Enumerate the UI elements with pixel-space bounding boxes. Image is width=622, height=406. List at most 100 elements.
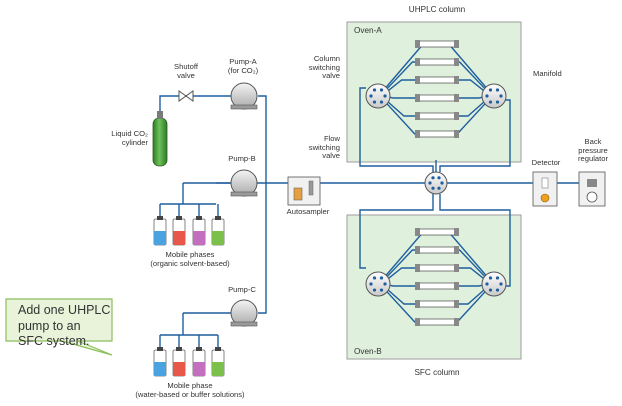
callout-box: Add one UHPLC pump to an SFC system. <box>4 297 116 356</box>
organic-bottle-3-liquid <box>193 231 205 245</box>
pump-b-label: Pump-B <box>228 154 256 163</box>
co2-cylinder <box>152 117 168 167</box>
oven-b-column-2 <box>417 246 457 254</box>
manifold-label: Manifold <box>533 69 562 78</box>
oven-b-switching-valve-port-5 <box>372 276 377 280</box>
oven-b-column-fitting-r-4 <box>454 282 459 290</box>
oven-a-manifold <box>481 83 507 109</box>
oven-b-column-fitting-l-4 <box>415 282 420 290</box>
oven-b-column-fitting-l-1 <box>415 228 420 236</box>
oven-a-label: Oven-A <box>354 26 382 35</box>
organic-bottle-3-cap <box>196 216 202 220</box>
pump-a-outlet-line <box>258 95 267 183</box>
oven-b-switching-valve-port-6 <box>379 276 384 280</box>
oven-a-column-fitting-r-2 <box>454 58 459 66</box>
co2-feed-line <box>159 95 232 118</box>
pump-b-base <box>230 191 258 197</box>
bpr-body <box>587 179 597 187</box>
oven-a-column-4 <box>417 94 457 102</box>
pump-c-feed-lines <box>159 313 219 347</box>
detector-lamp <box>540 193 550 203</box>
autosampler <box>287 176 321 206</box>
oven-b-switching-valve-port-4 <box>369 282 373 286</box>
detector-cell <box>541 177 549 189</box>
oven-a-column-fitting-l-6 <box>415 130 420 138</box>
oven-a-manifold-port-2 <box>495 100 500 104</box>
co2-cylinder-label: Liquid CO₂ cylinder <box>111 129 148 147</box>
flow-valve-port-4 <box>428 181 432 185</box>
oven-a-manifold-port-1 <box>499 94 503 98</box>
callout-shape <box>5 298 113 356</box>
flow-valve-port-2 <box>437 186 441 190</box>
organic-bottle-1-cap <box>157 216 163 220</box>
oven-b-column-6 <box>417 318 457 326</box>
oven-b-column-4 <box>417 282 457 290</box>
oven-a-column-fitting-r-5 <box>454 112 459 120</box>
detector-label: Detector <box>531 158 561 167</box>
pump-a-base <box>230 104 258 110</box>
oven-a-column-1 <box>417 40 457 48</box>
pump-c-base <box>230 321 258 327</box>
oven-a-column-6 <box>417 130 457 138</box>
organic-bottle-2-cap <box>176 216 182 220</box>
water-bottle-4-cap <box>215 347 221 351</box>
autosampler-vial <box>293 187 303 201</box>
uhplc-column-title: UHPLC column <box>408 5 466 14</box>
oven-b-column-fitting-l-3 <box>415 264 420 272</box>
oven-a-manifold-port-4 <box>485 94 489 98</box>
organic-bottle-1-liquid <box>154 231 166 245</box>
oven-b-column-fitting-r-2 <box>454 246 459 254</box>
mobile-phase-water-label: Mobile phase (water-based or buffer solu… <box>135 381 245 399</box>
sfc-column-title: SFC column <box>414 368 460 377</box>
oven-a-column-fitting-r-4 <box>454 94 459 102</box>
oven-b-column-fitting-l-5 <box>415 300 420 308</box>
callout-text: Add one UHPLC pump to an SFC system. <box>18 303 111 348</box>
oven-a-column-fitting-l-5 <box>415 112 420 120</box>
oven-b-manifold-port-2 <box>495 288 500 292</box>
water-bottle-3-liquid <box>193 362 205 376</box>
oven-b-column-fitting-r-1 <box>454 228 459 236</box>
pump-b-feed-lines <box>159 183 219 216</box>
flow-valve-port-3 <box>431 186 435 190</box>
oven-b-column-5 <box>417 300 457 308</box>
oven-a-switching-valve-port-2 <box>379 100 384 104</box>
oven-a-manifold-port-5 <box>488 88 493 92</box>
oven-b-switching-valve <box>365 271 391 297</box>
water-bottle-3-cap <box>196 347 202 351</box>
oven-a-switching-valve-port-4 <box>369 94 373 98</box>
organic-bottle-2-liquid <box>173 231 185 245</box>
bpr-gauge <box>586 191 598 203</box>
oven-b-switching-valve-port-3 <box>372 288 377 292</box>
oven-b-column-3 <box>417 264 457 272</box>
organic-bottle-4-cap <box>215 216 221 220</box>
shutoff-valve-label: Shutoff valve <box>174 62 198 80</box>
oven-b-column-fitting-l-2 <box>415 246 420 254</box>
autosampler-needle <box>308 180 314 196</box>
oven-b-manifold-port-4 <box>485 282 489 286</box>
water-bottle-1-cap <box>157 347 163 351</box>
oven-b-column-fitting-r-5 <box>454 300 459 308</box>
water-bottle-2-liquid <box>173 362 185 376</box>
flow-to-oven-a-right <box>439 99 511 172</box>
oven-b-switching-valve-port-1 <box>383 282 387 286</box>
oven-b-manifold-port-6 <box>495 276 500 280</box>
oven-b-manifold-port-1 <box>499 282 503 286</box>
oven-a-switching-valve-port-1 <box>383 94 387 98</box>
back-pressure-regulator-label: Back pressure regulator <box>578 137 608 164</box>
oven-a-switching-valve-port-6 <box>379 88 384 92</box>
oven-b-column-fitting-r-6 <box>454 318 459 326</box>
oven-a-column-2 <box>417 58 457 66</box>
flow-valve-port-1 <box>440 181 444 185</box>
oven-a-column-3 <box>417 76 457 84</box>
oven-a-column-fitting-l-2 <box>415 58 420 66</box>
autosampler-label: Autosampler <box>286 207 330 216</box>
oven-a-switching-valve-port-5 <box>372 88 377 92</box>
oven-a-switching-valve <box>365 83 391 109</box>
oven-b-manifold-port-5 <box>488 276 493 280</box>
oven-b-switching-valve-port-2 <box>379 288 384 292</box>
flow-switching-valve-label: Flow switching valve <box>308 134 340 161</box>
organic-bottle-4-liquid <box>212 231 224 245</box>
oven-a-column-fitting-r-6 <box>454 130 459 138</box>
oven-b-label: Oven-B <box>354 347 382 356</box>
